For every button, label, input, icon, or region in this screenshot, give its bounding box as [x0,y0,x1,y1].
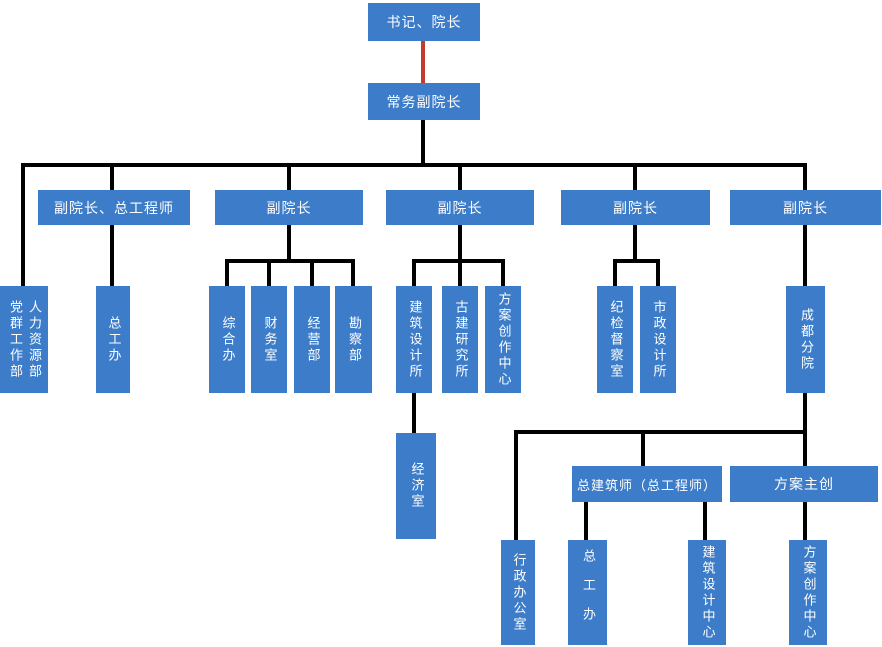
node-label: 成都分院 [798,307,813,372]
node-label: 行政办公室 [510,552,526,633]
node-scheme-creation-center-chengdu: 方案创作中心 [789,540,827,645]
connector [803,225,807,286]
connector [803,393,807,430]
node-label: 建筑设计所 [406,299,422,380]
connector [633,167,637,190]
connector [803,167,807,190]
node-label: 古建研究所 [452,299,468,380]
node-general-office: 综合办 [209,286,245,393]
node-chengdu-branch: 成都分院 [786,286,825,393]
node-label: 方案创作中心 [800,544,816,641]
node-admin-office: 行政办公室 [501,540,535,645]
node-secretary-president: 书记、院长 [368,3,480,41]
connector [225,263,229,286]
node-vp4: 副院长 [730,190,881,225]
connector-chengdu-bar [514,430,807,434]
node-label-party-mass: 党群工作部 [7,299,22,380]
node-label: 总工办 [105,315,121,364]
connector [287,225,291,263]
node-vp3: 副院长 [561,190,710,225]
node-business-dept: 经营部 [294,286,330,393]
connector [584,502,588,540]
connector [110,225,114,286]
node-label: 副院长 [613,200,658,217]
node-label: 副院长 [266,200,312,217]
node-vp1: 副院长 [215,190,363,225]
node-label: 经济室 [408,462,424,510]
node-label: 总工办 [580,549,595,636]
node-finance-office: 财务室 [251,286,287,393]
connector [803,434,807,466]
node-municipal-design-institute: 市政设计所 [640,286,676,393]
node-label: 综合办 [219,315,235,364]
connector-splitter [225,259,355,263]
connector [458,225,462,263]
node-survey-dept: 勘察部 [335,286,372,393]
connector [633,225,637,263]
connector [501,263,505,286]
connector [803,502,807,540]
node-label: 方案创作中心 [495,291,511,388]
node-label: 财务室 [261,315,277,364]
node-arch-design-institute: 建筑设计所 [396,286,432,393]
node-chief-engineer-office: 总工办 [96,286,130,393]
node-label: 总建筑师（总工程师） [576,478,717,494]
node-label: 市政设计所 [650,299,666,380]
connector [703,502,707,540]
connector [287,167,291,190]
connector [21,167,25,286]
connector [267,263,271,286]
node-discipline-supervision: 纪检督察室 [597,286,633,393]
node-label-hr: 人力资源部 [26,299,41,380]
node-party-mass-hr: 党群工作部 人力资源部 [0,286,48,393]
node-label: 常务副院长 [386,94,462,111]
node-label: 副院长、总工程师 [54,200,174,217]
node-label: 书记、院长 [386,15,462,31]
connector [656,263,660,286]
connector [421,120,425,165]
connector-main-bar [21,163,807,167]
connector [514,434,518,540]
node-vp2: 副院长 [386,190,534,225]
node-label: 建筑设计中心 [699,544,715,641]
node-label: 纪检督察室 [607,299,623,380]
connector [412,393,416,433]
connector [613,263,617,286]
connector [351,263,355,286]
node-label: 勘察部 [346,315,361,364]
node-executive-vice-president: 常务副院长 [368,83,480,120]
connector [458,167,462,190]
connector [310,263,314,286]
connector [641,434,645,466]
node-arch-design-center: 建筑设计中心 [688,540,726,645]
node-label: 经营部 [304,315,320,364]
connector-root-red [421,41,425,83]
connector [110,167,114,190]
node-label: 副院长 [437,200,483,217]
node-scheme-lead: 方案主创 [730,466,878,502]
node-vp-chief-engineer: 副院长、总工程师 [38,190,190,225]
connector [412,263,416,286]
connector [458,263,462,286]
connector-splitter [613,259,660,263]
connector-splitter [412,259,505,263]
node-chief-engineer-office-chengdu: 总工办 [568,540,607,645]
node-ancient-arch-institute: 古建研究所 [442,286,478,393]
node-label: 副院长 [783,200,828,217]
node-label: 方案主创 [774,477,834,493]
node-scheme-creation-center: 方案创作中心 [485,286,521,393]
node-economy-office: 经济室 [396,433,436,539]
node-chief-architect: 总建筑师（总工程师） [572,466,722,502]
